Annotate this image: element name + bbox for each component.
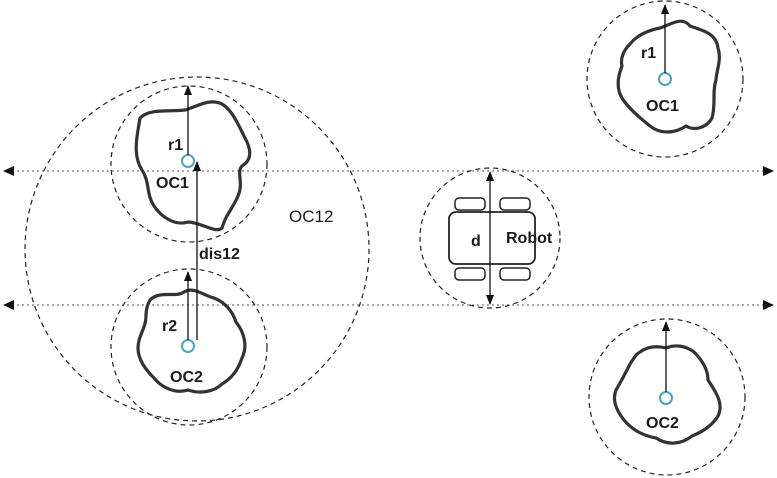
right-oc2-center	[659, 391, 673, 405]
left-oc2-circle	[110, 268, 268, 426]
corridor-top-right-arrow	[763, 166, 774, 176]
right-oc1-label: OC1	[646, 98, 679, 115]
right-obstacle-1: r1 OC1	[586, 0, 744, 158]
corridor-lines	[3, 166, 774, 310]
corridor-bottom-left-arrow	[3, 300, 14, 310]
robot: d Robot	[419, 167, 561, 309]
right-oc2-circle	[588, 318, 746, 476]
left-oc2-center	[181, 339, 195, 353]
right-oc2-label: OC2	[646, 415, 679, 432]
right-obstacle-2: OC2	[588, 318, 746, 476]
right-obstacle-1-shape	[616, 19, 721, 134]
right-oc1-center	[658, 72, 672, 86]
corridor-bottom-right-arrow	[763, 300, 774, 310]
robot-label: Robot	[506, 230, 553, 247]
left-r2-label: r2	[162, 318, 177, 335]
left-obstacle-2: r2 OC2	[110, 268, 268, 426]
robot-body	[448, 211, 536, 265]
robot-boundary-circle	[419, 167, 561, 309]
dis12-label: dis12	[199, 246, 240, 263]
oc12-label: OC12	[289, 207, 333, 226]
left-r1-label: r1	[168, 137, 183, 154]
corridor-top-left-arrow	[3, 166, 14, 176]
left-oc1-center	[181, 154, 195, 168]
right-obstacle-2-shape	[612, 344, 722, 445]
left-oc2-label: OC2	[170, 369, 203, 386]
robot-wheel-front-left	[454, 197, 486, 211]
robot-d-label: d	[471, 233, 481, 250]
left-obstacle-2-shape	[136, 288, 247, 394]
oc12-boundary-circle	[24, 76, 370, 422]
robot-wheel-front-right	[499, 197, 531, 211]
left-obstacle-1-shape	[134, 100, 252, 232]
left-oc1-label: OC1	[156, 175, 189, 192]
right-r1-label: r1	[641, 45, 656, 62]
right-oc1-circle	[586, 0, 744, 158]
left-oc1-circle	[110, 85, 268, 243]
robot-wheel-rear-left	[454, 267, 486, 281]
robot-wheel-rear-right	[499, 267, 531, 281]
left-obstacle-1: r1 OC1	[110, 85, 268, 243]
